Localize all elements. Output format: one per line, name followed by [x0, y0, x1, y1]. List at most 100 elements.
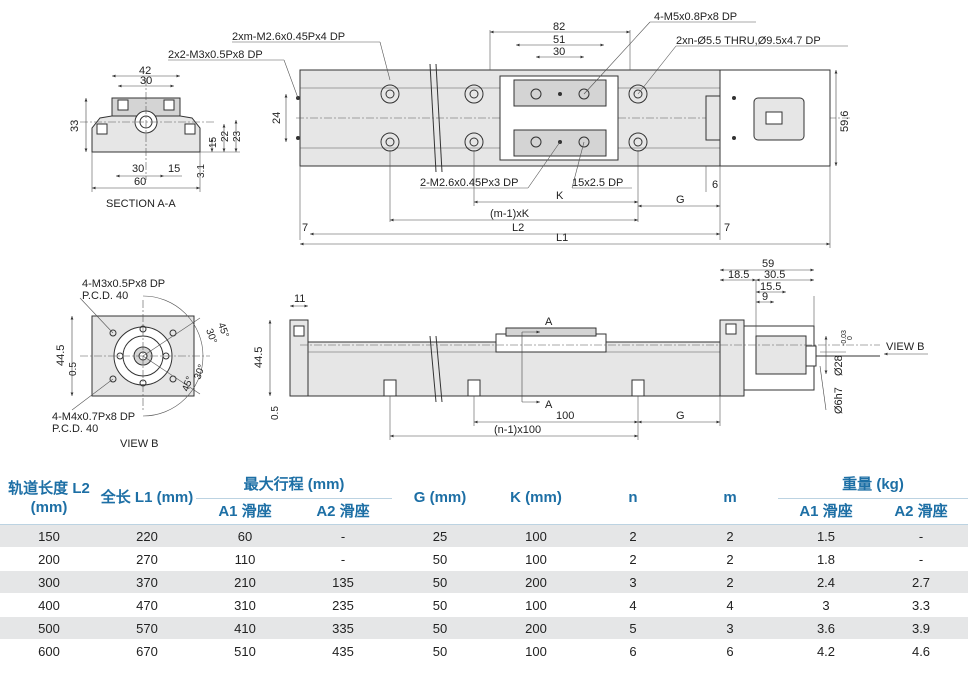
cell-m: 6	[682, 639, 778, 663]
cell-n: 5	[584, 616, 682, 640]
dim-9: 9	[762, 291, 768, 303]
dim-82: 82	[553, 21, 565, 33]
cell-g: 50	[392, 547, 488, 571]
section-a-a-label: SECTION A-A	[106, 198, 176, 210]
note-2x2-m3: 2x2-M3x0.5Px8 DP	[168, 49, 263, 61]
top-view: 82 51 30 24 59.6 2xm-M2.6x0.45Px4 DP 2x2…	[168, 11, 851, 248]
dim-g: G	[676, 194, 685, 206]
cell-k: 100	[488, 547, 584, 571]
cell-m: 4	[682, 593, 778, 617]
dim-dia-6h7: Ø6h7	[833, 387, 845, 414]
cell-stroke-a1: 410	[196, 616, 294, 640]
angle-30-top: 30°	[203, 327, 219, 345]
table-row: 300 370 210 135 50 200 3 2 2.4 2.7	[0, 570, 969, 594]
dim-l1: L1	[556, 232, 568, 244]
header-rail-length: 轨道长度 L2 (mm)	[0, 471, 98, 525]
dim-42: 42	[139, 65, 151, 77]
table-row: 500 570 410 335 50 200 5 3 3.6 3.9	[0, 616, 969, 640]
table-row: 600 670 510 435 50 100 6 6 4.2 4.6	[0, 639, 969, 663]
dim-15-bottom: 15	[168, 163, 180, 175]
header-weight-a2: A2 滑座	[874, 498, 969, 525]
angle-45-bottom: 45°	[180, 375, 196, 393]
dim-22: 22	[220, 130, 231, 142]
header-n: n	[584, 471, 682, 525]
header-m: m	[682, 471, 778, 525]
cell-m: 2	[682, 547, 778, 571]
section-a-marker-bottom: A	[545, 399, 553, 411]
cell-rail-length: 600	[0, 639, 98, 663]
table-row: 200 270 110 - 50 100 2 2 1.8 -	[0, 547, 969, 571]
dim-30: 30	[553, 46, 565, 58]
view-b: 45° 30° 30° 45° 44.5 0.5 4-M3x0.5Px8 DP …	[52, 278, 231, 450]
cell-n: 6	[584, 639, 682, 663]
dim-100: 100	[556, 410, 574, 422]
cell-g: 50	[392, 593, 488, 617]
cell-n: 2	[584, 524, 682, 548]
dim-3-1: 3.1	[196, 164, 207, 178]
cell-stroke-a2: -	[294, 524, 392, 548]
cell-total-length: 370	[98, 570, 196, 594]
dim-30-bottom: 30	[132, 163, 144, 175]
cell-weight-a1: 3.6	[778, 616, 874, 640]
dim-0-5-side: 0.5	[270, 406, 281, 420]
cell-g: 50	[392, 616, 488, 640]
dim-44-5-left: 44.5	[55, 345, 67, 366]
cell-stroke-a2: 435	[294, 639, 392, 663]
spec-table: 轨道长度 L2 (mm) 全长 L1 (mm) 最大行程 (mm) G (mm)…	[0, 471, 969, 663]
cell-weight-a2: -	[874, 547, 969, 571]
dim-g-side: G	[676, 410, 685, 422]
cell-stroke-a2: 235	[294, 593, 392, 617]
cell-stroke-a1: 310	[196, 593, 294, 617]
cell-k: 200	[488, 570, 584, 594]
cell-weight-a1: 4.2	[778, 639, 874, 663]
note-4-m3-pcd: 4-M3x0.5Px8 DP	[82, 278, 165, 290]
side-view: A A 11 44.5 0.5 100 G (n-1)x100 59 18.5 …	[253, 258, 928, 440]
cell-weight-a1: 2.4	[778, 570, 874, 594]
cell-rail-length: 500	[0, 616, 98, 640]
cell-weight-a1: 1.5	[778, 524, 874, 548]
cell-m: 2	[682, 570, 778, 594]
table-row: 400 470 310 235 50 100 4 4 3 3.3	[0, 593, 969, 617]
cell-m: 3	[682, 616, 778, 640]
cell-rail-length: 300	[0, 570, 98, 594]
header-weight: 重量 (kg)	[778, 471, 969, 499]
dim-6: 6	[712, 179, 718, 191]
dim-0-5-left: 0.5	[68, 362, 79, 376]
dim-24: 24	[271, 112, 283, 124]
cell-weight-a2: 2.7	[874, 570, 969, 594]
cell-total-length: 470	[98, 593, 196, 617]
dim-11: 11	[294, 293, 305, 305]
dim-18-5: 18.5	[728, 269, 749, 281]
header-stroke-a1: A1 滑座	[196, 498, 294, 525]
dim-dia-28: Ø28	[833, 355, 845, 376]
cell-rail-length: 150	[0, 524, 98, 548]
cell-stroke-a2: 335	[294, 616, 392, 640]
dim-7-left: 7	[302, 222, 308, 234]
note-2-m2-6: 2-M2.6x0.45Px3 DP	[420, 177, 518, 189]
table-row: 150 220 60 - 25 100 2 2 1.5 -	[0, 524, 969, 548]
angle-45-top: 45°	[215, 321, 231, 339]
dim-30-5: 30.5	[764, 269, 785, 281]
cell-stroke-a2: 135	[294, 570, 392, 594]
note-4-m4-pcd: 4-M4x0.7Px8 DP	[52, 411, 135, 423]
cell-total-length: 270	[98, 547, 196, 571]
dim-dia-28-tol-upper: -0.03	[841, 330, 848, 346]
cell-stroke-a1: 110	[196, 547, 294, 571]
angle-30-bottom: 30°	[192, 363, 208, 381]
header-k: K (mm)	[488, 471, 584, 525]
cell-m: 2	[682, 524, 778, 548]
cell-stroke-a1: 510	[196, 639, 294, 663]
header-weight-a1: A1 滑座	[778, 498, 874, 525]
cell-k: 200	[488, 616, 584, 640]
cell-stroke-a1: 60	[196, 524, 294, 548]
cell-n: 2	[584, 547, 682, 571]
cell-weight-a1: 3	[778, 593, 874, 617]
cell-n: 3	[584, 570, 682, 594]
note-pcd-40-top: P.C.D. 40	[82, 290, 128, 302]
note-15x2-5: 15x2.5 DP	[572, 177, 623, 189]
view-b-label: VIEW B	[120, 438, 159, 450]
cell-rail-length: 200	[0, 547, 98, 571]
cell-weight-a2: 4.6	[874, 639, 969, 663]
cell-stroke-a1: 210	[196, 570, 294, 594]
dim-k: K	[556, 190, 564, 202]
